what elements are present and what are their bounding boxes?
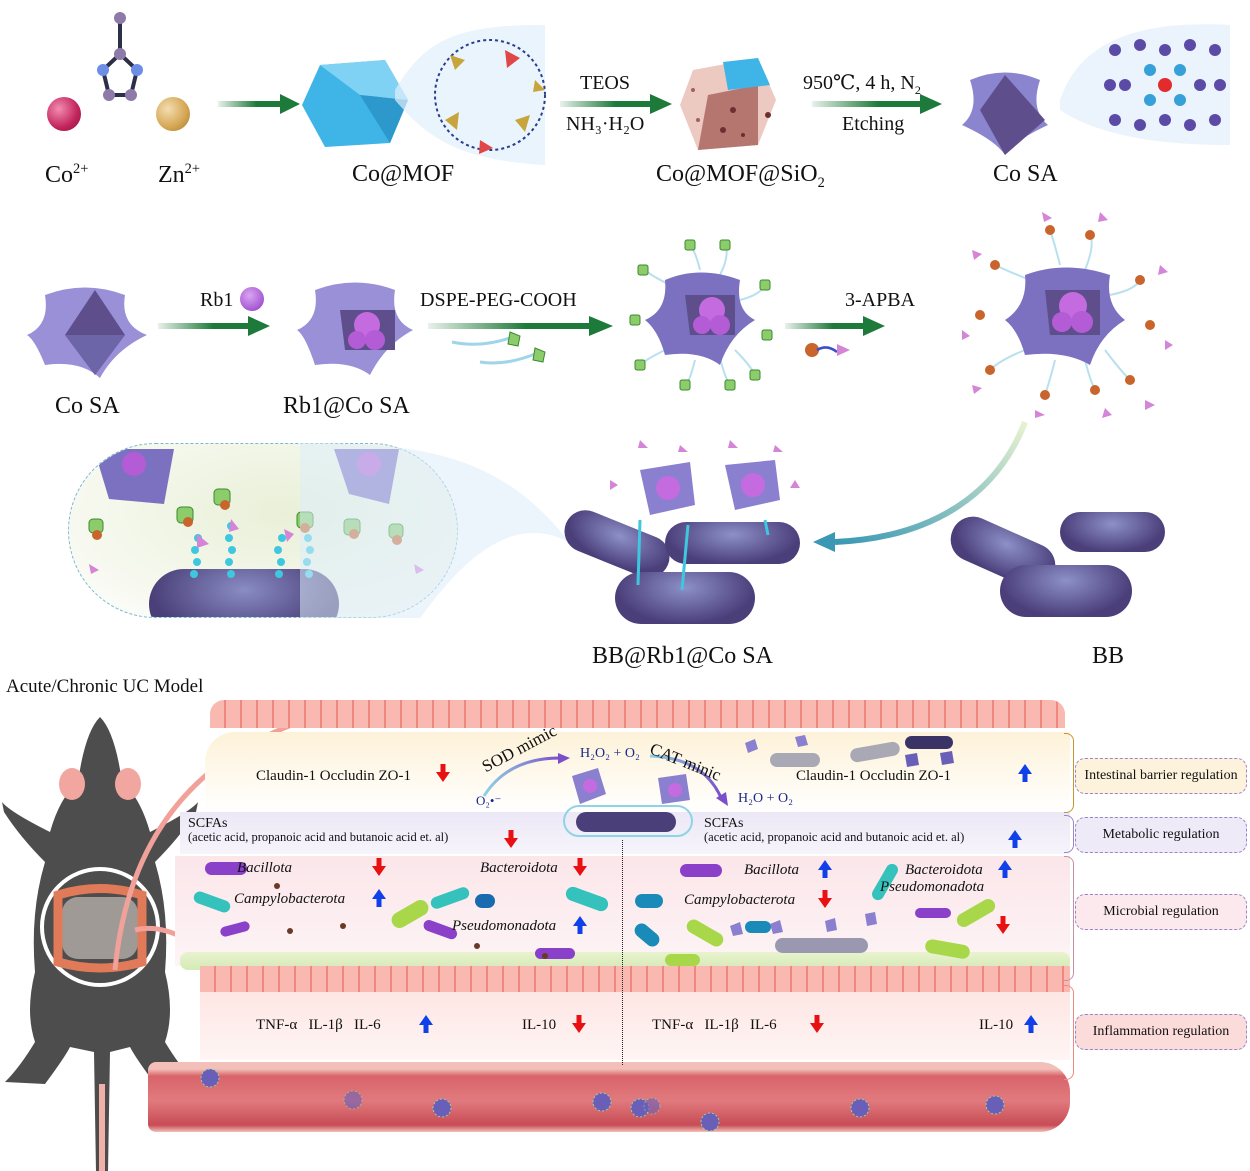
arrow-bb-to-loaded xyxy=(813,420,1028,552)
apba-molecule-icon xyxy=(805,343,850,357)
epithelium-top xyxy=(210,700,1065,728)
apba-label: 3-APBA xyxy=(845,289,916,311)
trend-arrow-up-icon xyxy=(419,1015,433,1033)
trend-arrow-up-icon xyxy=(372,889,386,907)
superoxide-label: O₂•⁻ xyxy=(476,793,502,808)
untreated-treated-divider xyxy=(622,840,623,1065)
trend-arrow-up-icon xyxy=(1008,830,1022,848)
trend-arrow-down-icon xyxy=(572,1015,586,1033)
rb1-label: Rb1 xyxy=(200,289,234,311)
zn-ion-label: Zn2+ xyxy=(158,161,200,188)
inflammation-band xyxy=(200,992,1070,1060)
bb-label: BB xyxy=(1092,643,1125,669)
rb1-molecule-icon xyxy=(240,287,264,311)
label-metabolic-regulation: Metabolic regulation xyxy=(1075,817,1247,853)
trend-arrow-down-icon xyxy=(504,830,518,848)
imidazole-ligand-icon xyxy=(97,12,143,101)
rb1-co-sa-label: Rb1@Co SA xyxy=(283,393,410,419)
h2o2-o2-label: H₂O₂ + O₂ xyxy=(580,746,640,761)
trend-arrow-up-icon xyxy=(818,860,832,878)
taxon-left-bacteroidota: Bacteroidota xyxy=(480,860,558,876)
arrow-to-mof xyxy=(218,94,300,114)
co-ion-label: Co2+ xyxy=(45,161,89,188)
taxon-left-pseudomonadota: Pseudomonadota xyxy=(452,918,557,934)
trend-arrow-up-icon xyxy=(573,916,587,934)
zn-ion-sphere xyxy=(156,97,190,131)
taxon-right-pseudomonadota: Pseudomonadota xyxy=(880,879,985,895)
taxon-left-campylobacterota: Campylobacterota xyxy=(234,891,346,907)
step-ammonia-label: NH₃·H₂O xyxy=(566,113,645,135)
cytokine-il10-left: IL-10 xyxy=(522,1017,557,1033)
barrier-markers-left: Claudin-1 Occludin ZO-1 xyxy=(256,768,411,784)
scfa-right: SCFAs(acetic acid, propanoic acid and bu… xyxy=(704,816,965,845)
treated-barrier-bacteria xyxy=(745,735,954,767)
bb-rb1-co-sa-label: BB@Rb1@Co SA xyxy=(592,643,773,669)
co-mof-sio2-label: Co@MOF@SiO2 xyxy=(656,161,825,191)
apba-functionalized-particle xyxy=(962,212,1173,418)
trend-arrow-down-icon xyxy=(573,858,587,876)
co-sa-label: Co SA xyxy=(993,161,1058,187)
sod-mimic-arrow xyxy=(482,753,570,797)
uc-model-title: Acute/Chronic UC Model xyxy=(6,676,204,697)
arrow-to-rb1-co-sa xyxy=(158,316,270,336)
cytokine-il10-right: IL-10 xyxy=(979,1017,1014,1033)
trend-arrow-up-icon xyxy=(1018,764,1032,782)
arrow-to-sio2 xyxy=(560,94,672,114)
cytokines-pro-left: TNF-α IL-1β IL-6 xyxy=(256,1017,381,1033)
co-ion-sphere xyxy=(47,97,81,131)
barrier-markers-right: Claudin-1 Occludin ZO-1 xyxy=(796,768,951,784)
h2o-o2-label: H₂O + O₂ xyxy=(738,791,793,806)
central-loaded-bacterium xyxy=(563,768,693,837)
label-inflammation-regulation: Inflammation regulation xyxy=(1075,1014,1247,1050)
zoom-callout-cone xyxy=(300,443,570,618)
single-atom-lattice-zoom xyxy=(1060,24,1230,145)
step-etching-label: Etching xyxy=(842,113,905,135)
bb-bacterium-2 xyxy=(1060,512,1165,552)
arrow-to-pegylated xyxy=(428,316,613,336)
bracket-microbial xyxy=(1064,856,1074,981)
cat-mimic-arrow xyxy=(649,754,728,806)
taxon-left-bacillota: Bacillota xyxy=(237,860,292,876)
bracket-barrier xyxy=(1064,733,1074,813)
blood-nanoparticles xyxy=(200,1068,1005,1132)
trend-arrow-up-icon xyxy=(998,860,1012,878)
step-pyrolysis-label: 950℃, 4 h, N2 xyxy=(803,72,921,97)
epithelium-bottom xyxy=(200,966,1070,992)
co-sa-particle-2 xyxy=(27,287,147,378)
trend-arrow-down-icon xyxy=(818,890,832,908)
trend-arrow-down-icon xyxy=(996,916,1010,934)
co-mof-particle xyxy=(302,60,408,147)
arrow-to-apba-particle xyxy=(785,316,885,336)
co-sa-particle xyxy=(962,72,1048,155)
microbiota-right-illustration xyxy=(634,863,996,966)
taxon-right-bacillota: Bacillota xyxy=(744,862,799,878)
rb1-co-sa-particle xyxy=(297,282,413,375)
label-intestinal-barrier-regulation: Intestinal barrier regulation xyxy=(1075,758,1247,794)
bb-bacterium-3 xyxy=(1000,565,1132,617)
trend-arrow-up-icon xyxy=(1024,1015,1038,1033)
bracket-metabolic xyxy=(1064,815,1074,853)
scfa-left: SCFAs(acetic acid, propanoic acid and bu… xyxy=(188,816,449,845)
loaded-nanoparticles xyxy=(610,440,800,591)
co-mof-sio2-particle xyxy=(680,58,776,150)
co-mof-label: Co@MOF xyxy=(352,161,455,187)
dspe-peg-label: DSPE-PEG-COOH xyxy=(420,289,577,311)
dspe-peg-molecule-icon xyxy=(451,331,546,365)
step-teos-label: TEOS xyxy=(580,72,630,94)
taxon-right-bacteroidota: Bacteroidota xyxy=(905,862,983,878)
trend-arrow-down-icon xyxy=(372,858,386,876)
trend-arrow-down-icon xyxy=(436,764,450,782)
pegylated-particle xyxy=(629,239,773,391)
cytokines-pro-right: TNF-α IL-1β IL-6 xyxy=(652,1017,777,1033)
mof-framework-zoom xyxy=(395,25,546,165)
microbiota-left-illustration xyxy=(193,862,609,959)
arrow-to-co-sa xyxy=(812,94,942,114)
mucus-layer xyxy=(180,952,1070,970)
bracket-inflammation xyxy=(1064,985,1074,1080)
trend-arrow-down-icon xyxy=(810,1015,824,1033)
label-microbial-regulation: Microbial regulation xyxy=(1075,894,1247,930)
taxon-right-campylobacterota: Campylobacterota xyxy=(684,892,796,908)
co-sa-start-label: Co SA xyxy=(55,393,120,419)
